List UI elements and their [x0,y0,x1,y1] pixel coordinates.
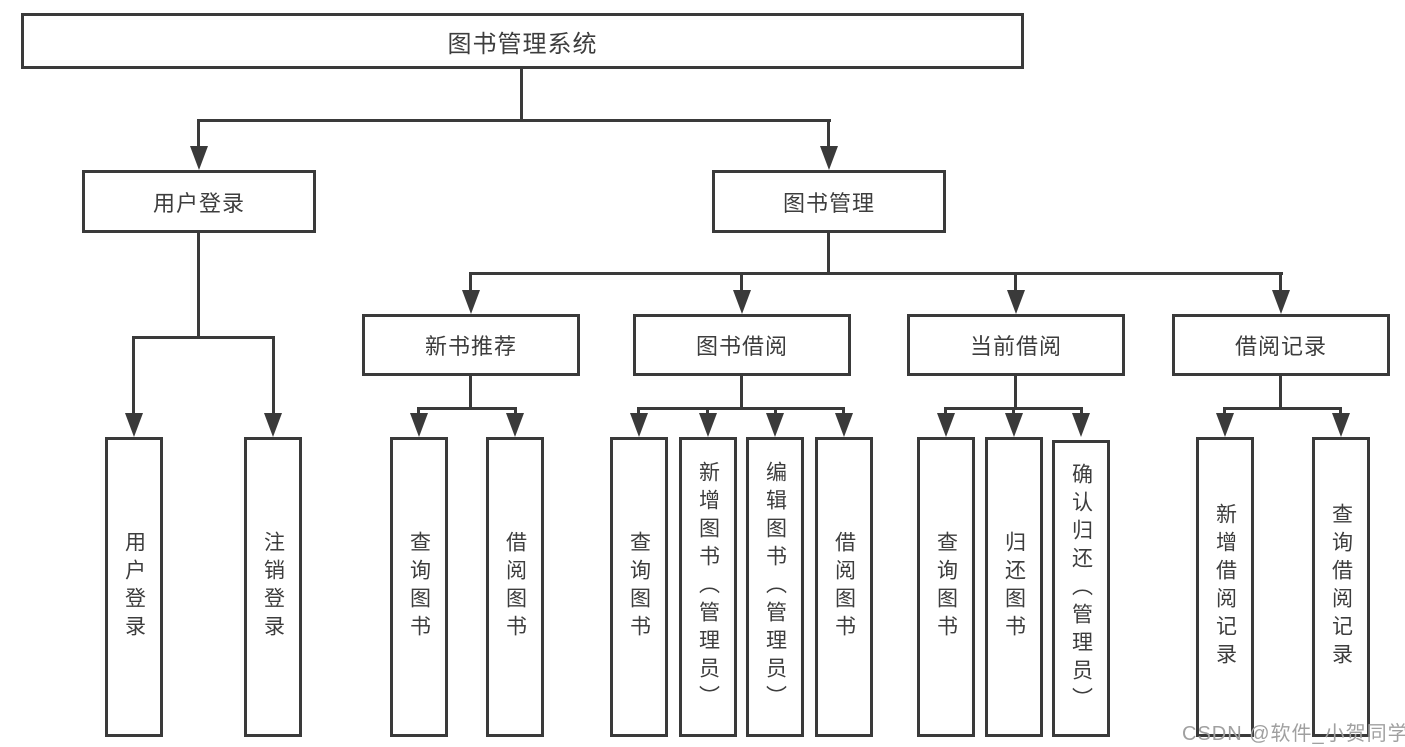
node-new-book-recommend: 新书推荐 [362,314,580,376]
connector-line [417,407,420,417]
node-query-book-3: 查询图书 [917,437,975,737]
node-book-borrow: 图书借阅 [633,314,851,376]
node-borrow-records: 借阅记录 [1172,314,1390,376]
connector-line [1279,272,1282,294]
node-query-book-2: 查询图书 [610,437,668,737]
node-user-login-label: 用户登录 [152,190,245,216]
arrowhead-icon [410,413,428,437]
arrowhead-icon [125,413,143,437]
connector-line [1080,407,1083,417]
node-query-book-3-label: 查询图书 [934,531,958,643]
connector-line [469,376,472,410]
node-confirm-return-admin-label: 确认归还（管理员） [1069,462,1093,715]
node-query-book-1-label: 查询图书 [407,531,431,643]
node-add-book-admin: 新增图书（管理员） [679,437,737,737]
node-current-borrow: 当前借阅 [907,314,1125,376]
node-edit-book-admin: 编辑图书（管理员） [746,437,804,737]
connector-line [1014,376,1017,410]
node-edit-book-admin-label: 编辑图书（管理员） [763,461,787,713]
connector-line [1339,407,1342,417]
arrowhead-icon [820,146,838,170]
node-borrow-book-2: 借阅图书 [815,437,873,737]
node-book-borrow-label: 图书借阅 [695,334,788,359]
connector-line [637,407,640,417]
connector-line [132,336,275,339]
connector-line [417,407,517,410]
arrowhead-icon [190,146,208,170]
connector-line [514,407,517,417]
connector-line [1012,407,1015,417]
connector-line [132,336,135,416]
node-borrow-book-1-label: 借阅图书 [503,531,527,643]
node-book-mgmt: 图书管理 [712,170,946,233]
node-borrow-book-1: 借阅图书 [486,437,544,737]
arrowhead-icon [699,413,717,437]
connector-line [1279,376,1282,410]
connector-line [520,69,523,121]
connector-line [944,407,947,417]
connector-line [706,407,709,417]
node-borrow-records-label: 借阅记录 [1234,334,1327,359]
node-new-book-recommend-label: 新书推荐 [424,334,517,359]
arrowhead-icon [1007,290,1025,314]
node-query-borrow-record-label: 查询借阅记录 [1329,503,1353,671]
arrowhead-icon [1216,413,1234,437]
connector-line [197,233,200,339]
csdn-watermark: CSDN @软件_小贺同学 [1182,723,1405,745]
connector-line [197,119,200,151]
arrowhead-icon [462,290,480,314]
node-return-book-label: 归还图书 [1002,531,1026,643]
node-logout-action: 注销登录 [244,437,302,737]
node-add-book-admin-label: 新增图书（管理员） [696,461,720,713]
node-logout-action-label: 注销登录 [261,531,285,643]
arrowhead-icon [1332,413,1350,437]
node-add-borrow-record-label: 新增借阅记录 [1213,503,1237,671]
arrowhead-icon [1072,413,1090,437]
node-root: 图书管理系统 [21,13,1024,69]
node-add-borrow-record: 新增借阅记录 [1196,437,1254,737]
connector-line [637,407,845,410]
connector-line [272,336,275,416]
node-confirm-return-admin: 确认归还（管理员） [1052,440,1110,737]
node-query-borrow-record: 查询借阅记录 [1312,437,1370,737]
node-user-login: 用户登录 [82,170,316,233]
node-query-book-1: 查询图书 [390,437,448,737]
node-user-login-action-label: 用户登录 [122,531,146,643]
connector-line [1223,407,1226,417]
node-user-login-action: 用户登录 [105,437,163,737]
arrowhead-icon [1272,290,1290,314]
arrowhead-icon [766,413,784,437]
arrowhead-icon [937,413,955,437]
connector-line [197,119,831,122]
node-query-book-2-label: 查询图书 [627,531,651,643]
connector-line [842,407,845,417]
connector-line [740,376,743,410]
node-return-book: 归还图书 [985,437,1043,737]
node-root-label: 图书管理系统 [447,30,598,58]
connector-line [469,272,472,294]
arrowhead-icon [733,290,751,314]
connector-line [827,233,830,275]
connector-line [1014,272,1017,294]
arrowhead-icon [264,413,282,437]
arrowhead-icon [835,413,853,437]
connector-line [774,407,777,417]
node-borrow-book-2-label: 借阅图书 [832,531,856,643]
arrowhead-icon [630,413,648,437]
connector-line [469,272,1283,275]
arrowhead-icon [506,413,524,437]
node-current-borrow-label: 当前借阅 [969,334,1062,359]
connector-line [740,272,743,294]
connector-line [1223,407,1341,410]
connector-line [827,119,830,151]
node-book-mgmt-label: 图书管理 [782,190,875,216]
arrowhead-icon [1005,413,1023,437]
